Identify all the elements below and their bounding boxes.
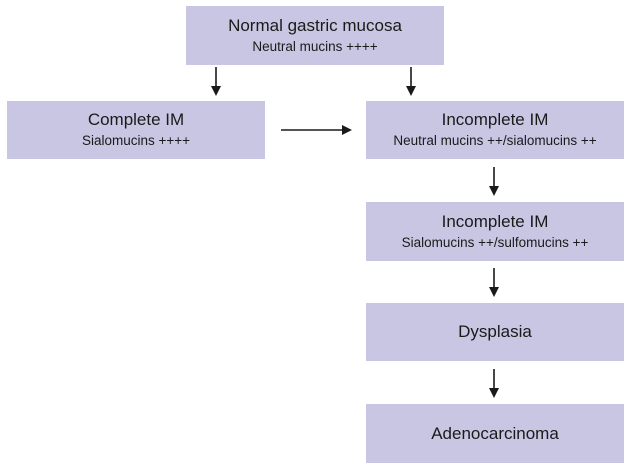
node-complete-im: Complete IM Sialomucins ++++ — [7, 101, 265, 159]
node-incomplete-im-1: Incomplete IM Neutral mucins ++/sialomuc… — [366, 101, 624, 159]
node-title: Adenocarcinoma — [431, 423, 559, 443]
node-subtitle: Neutral mucins ++/sialomucins ++ — [393, 133, 597, 148]
node-incomplete-im-2: Incomplete IM Sialomucins ++/sulfomucins… — [366, 202, 624, 261]
node-title: Complete IM — [87, 110, 185, 129]
node-adenocarcinoma: Adenocarcinoma — [366, 404, 624, 463]
node-subtitle: Sialomucins ++/sulfomucins ++ — [401, 234, 589, 250]
node-title: Normal gastric mucosa — [228, 15, 402, 35]
node-normal-gastric-mucosa: Normal gastric mucosa Neutral mucins +++… — [186, 6, 444, 65]
node-title: Dysplasia — [458, 322, 532, 341]
node-title: Incomplete IM — [441, 110, 549, 129]
node-dysplasia: Dysplasia — [366, 303, 624, 361]
node-subtitle: Neutral mucins ++++ — [252, 38, 378, 54]
node-title: Incomplete IM — [441, 211, 549, 231]
node-subtitle: Sialomucins ++++ — [81, 133, 191, 148]
